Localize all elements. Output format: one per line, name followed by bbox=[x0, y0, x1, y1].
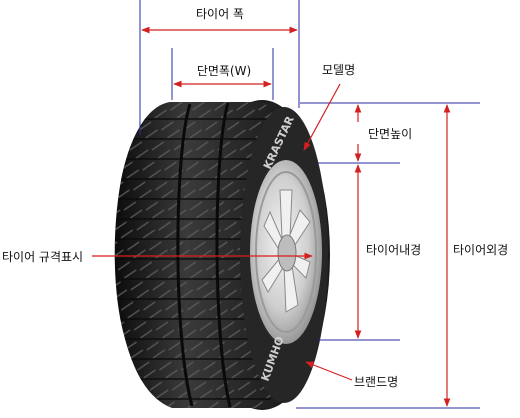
inner-diameter-label: 타이어내경 bbox=[366, 243, 421, 257]
brand-name-label: 브랜드명 bbox=[354, 375, 398, 389]
brand-arrow bbox=[305, 361, 353, 381]
model-name-label: 모델명 bbox=[322, 63, 355, 77]
tire-width-label: 타이어 폭 bbox=[196, 7, 244, 21]
wheel-hub bbox=[277, 234, 297, 272]
tire-spec-label: 타이어 규격표시 bbox=[2, 250, 83, 264]
model-arrow bbox=[303, 83, 341, 151]
dimension-lines bbox=[92, 26, 451, 407]
outer-diameter-label: 타이어외경 bbox=[453, 243, 508, 257]
section-height-label: 단면높이 bbox=[368, 127, 412, 141]
tire-illustration: KRASTAR KUMHO bbox=[114, 100, 330, 410]
section-width-label: 단면폭(W) bbox=[197, 64, 251, 78]
